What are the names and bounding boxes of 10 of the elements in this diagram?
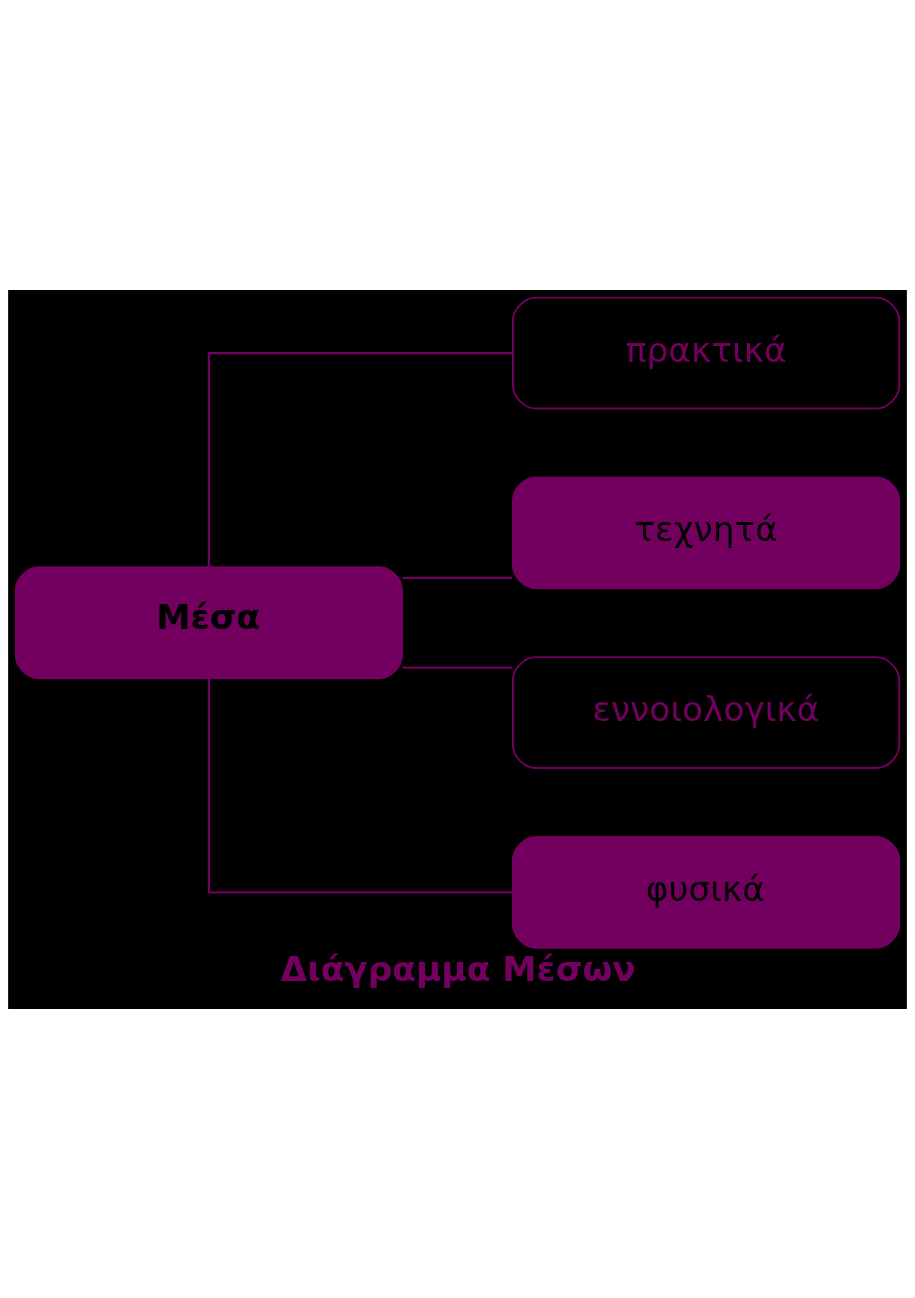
- node-box: φυσικά: [512, 835, 901, 949]
- node-box: τεχνητά: [512, 475, 901, 589]
- connector: [207, 351, 513, 567]
- caption: Διάγραμμα Μέσων: [280, 948, 636, 989]
- connector: [207, 678, 513, 893]
- connector: [402, 576, 513, 579]
- node-box: πρακτικά: [512, 296, 901, 409]
- node-box: Μέσα: [14, 565, 403, 679]
- connector: [402, 666, 513, 669]
- node-box: εννοιολογικά: [512, 655, 901, 769]
